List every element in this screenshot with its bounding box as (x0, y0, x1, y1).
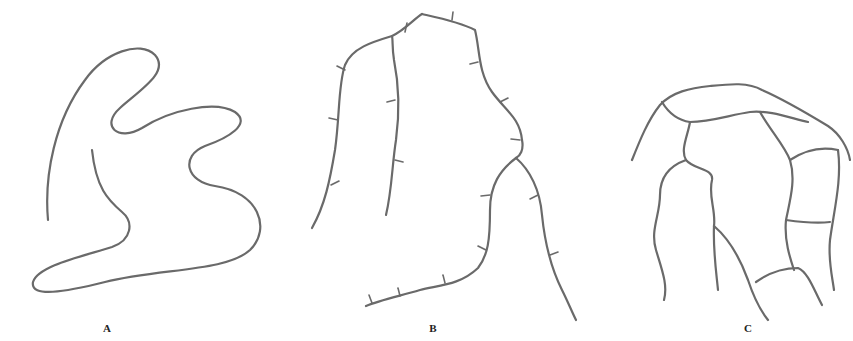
figure-label: A (103, 323, 111, 334)
meander-curve (33, 48, 260, 291)
figure-label: C (744, 323, 752, 334)
barbed-network (312, 12, 576, 320)
figure-label: B (429, 323, 436, 334)
cell-network (632, 84, 850, 320)
